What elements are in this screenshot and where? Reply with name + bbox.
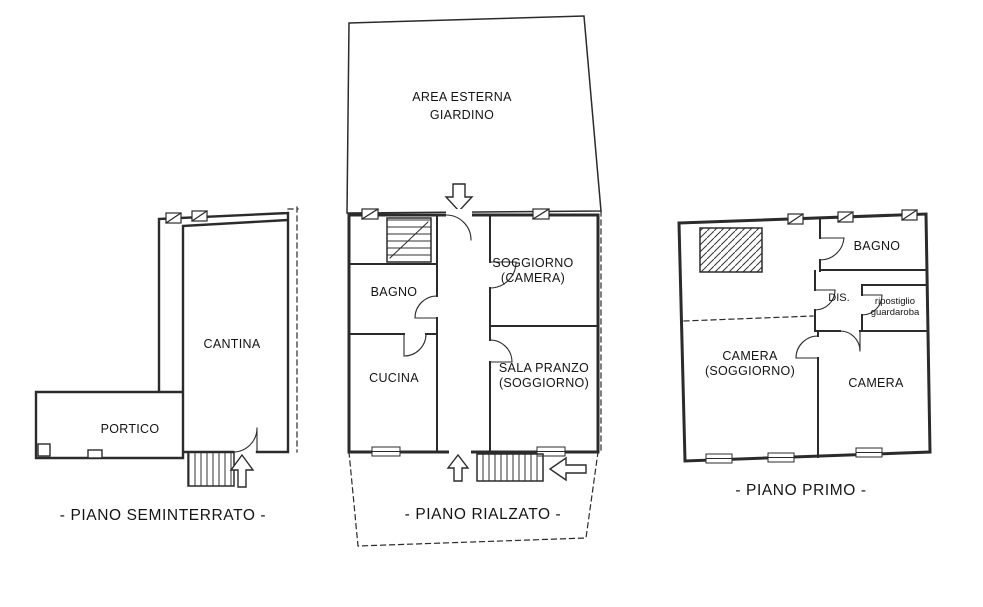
- entrance-opening: [446, 209, 472, 221]
- room-label-ripostiglio-line1: ripostiglio: [875, 296, 915, 307]
- room-label-soggiorno-camera-line1: SOGGIORNO: [492, 256, 573, 270]
- walls: [34, 211, 290, 460]
- floor-title-primo: - PIANO PRIMO -: [735, 482, 866, 499]
- stairs-direction-line: [389, 221, 429, 259]
- plan-seminterrato: CANTINA PORTICO - PIANO SEMINTERRATO -: [34, 206, 299, 524]
- stairs-hatch: [187, 451, 235, 487]
- door-swing: [795, 237, 883, 359]
- window-symbol: [705, 447, 883, 464]
- floor-title-seminterrato: - PIANO SEMINTERRATO -: [60, 507, 266, 524]
- room-label-sala-pranzo-line2: (SOGGIORNO): [499, 376, 589, 390]
- stairs-hatch: [699, 227, 763, 273]
- plan-rialzato: AREA ESTERNA GIARDINO BAGNO SOGGIORNO (C…: [346, 15, 602, 547]
- room-label-camera: CAMERA: [848, 376, 904, 390]
- plan-primo: BAGNO DIS. ripostiglio guardaroba CAMERA…: [677, 209, 932, 499]
- portico-pillar: [87, 449, 103, 459]
- walls: [814, 217, 928, 458]
- garden-outline: [346, 15, 602, 214]
- room-label-bagno: BAGNO: [854, 239, 901, 253]
- walls: [348, 214, 599, 453]
- door-swing: [403, 214, 517, 363]
- rear-entrance-opening: [449, 447, 471, 457]
- stairs-up-arrow-icon: [229, 453, 255, 488]
- external-stairs-hatch: [476, 453, 544, 482]
- room-label-cucina: CUCINA: [369, 371, 419, 385]
- room-label-ripostiglio-line2: guardaroba: [871, 307, 920, 318]
- floor-title-rialzato: - PIANO RIALZATO -: [405, 506, 562, 523]
- room-label-camera-soggiorno-line1: CAMERA: [722, 349, 778, 363]
- flue-symbol: [361, 208, 550, 220]
- flue-symbol: [165, 210, 208, 224]
- room-label-soggiorno-camera-line2: (CAMERA): [501, 271, 565, 285]
- room-label-bagno: BAGNO: [371, 285, 418, 299]
- door-swing: [232, 427, 258, 453]
- entrance-down-arrow-icon: [444, 183, 474, 213]
- garden-label-line2: GIARDINO: [430, 108, 494, 122]
- flue-symbol: [787, 209, 918, 225]
- room-label-camera-soggiorno-line2: (SOGGIORNO): [705, 364, 795, 378]
- property-dashed-line: [348, 210, 602, 547]
- room-label-cantina: CANTINA: [204, 337, 261, 351]
- room-label-portico: PORTICO: [101, 422, 160, 436]
- garden-label-line1: AREA ESTERNA: [412, 90, 512, 104]
- room-label-sala-pranzo-line1: SALA PRANZO: [499, 361, 589, 375]
- property-dashed-line: [287, 206, 299, 453]
- room-label-dis: DIS.: [828, 292, 849, 304]
- exit-left-arrow-icon: [548, 456, 587, 482]
- stairs-up-arrow-icon: [446, 453, 470, 482]
- window-symbol: [371, 446, 566, 457]
- portico-pillar: [37, 443, 51, 457]
- open-plan-dashed-line: [683, 315, 814, 322]
